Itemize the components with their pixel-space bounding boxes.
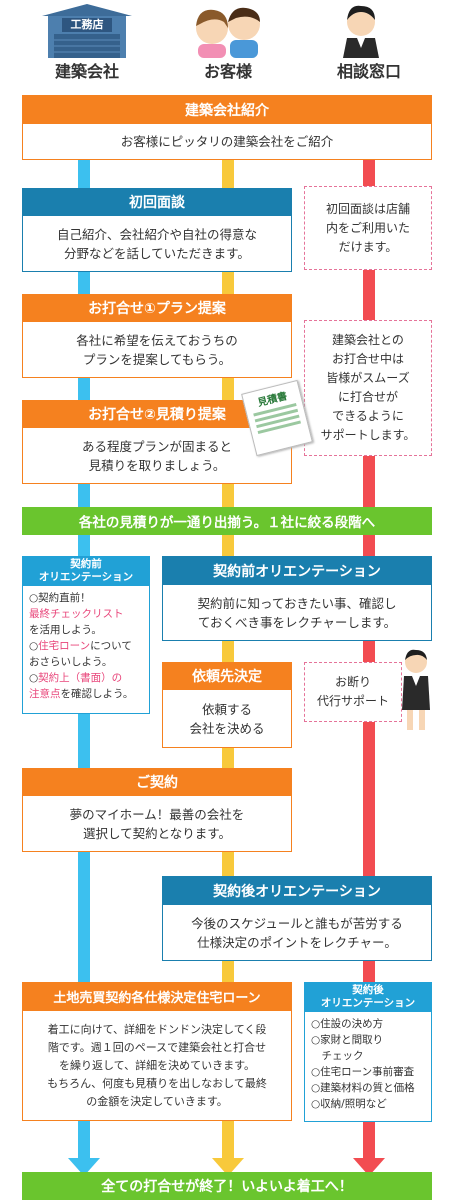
details-line: 着工に向けて、詳細をドンドン決定してく段 [47, 1022, 267, 1036]
bowing-staff-icon [402, 649, 430, 730]
note-line: サポートします。 [320, 428, 416, 442]
counter-arrow-icon [353, 1158, 385, 1176]
list-item: 注意点を確認しよう。 [29, 686, 143, 702]
list-item: ○住宅ローンについて [29, 638, 143, 654]
estimate-line1: ある程度プランが固まると [81, 438, 232, 454]
list-item: ○家財と間取り [311, 1034, 384, 1046]
note-line: に打合せが [337, 390, 398, 404]
decline-support-note: お断り 代行サポート [304, 662, 402, 722]
start-construction-banner: 全ての打合せが終了！いよいよ着工へ！ [22, 1172, 432, 1200]
list-item: ○契約直前！ [29, 592, 91, 604]
bullet: ○ [29, 640, 39, 652]
note-line: できるように [332, 409, 404, 423]
details-title: 土地売買契約各仕様決定住宅ローン [22, 982, 292, 1011]
narrow-down-banner: 各社の見積りが一通り出揃う。１社に絞る段階へ [22, 507, 432, 535]
pre-orientation-small-title: 契約前 オリエンテーション [22, 556, 150, 586]
estimate-line2: 見積りを取りましょう。 [88, 457, 226, 473]
pre-orientation-title: 契約前オリエンテーション [162, 556, 432, 585]
decide-body: 依頼する 会社を決める [162, 690, 292, 748]
highlight: 注意点 [29, 688, 61, 700]
estimate-body: ある程度プランが固まると 見積りを取りましょう。 [22, 428, 292, 484]
list-item: ○住宅ローン事前審査 [311, 1066, 415, 1078]
post-small-t1: 契約後 [352, 984, 384, 996]
column-customer-label: お客様 [203, 62, 252, 81]
note-line: 内をご利用いた [325, 220, 410, 235]
pre-small-t2: オリエンテーション [38, 571, 134, 583]
pre-line1: 契約前に知っておきたい事、確認し [197, 595, 397, 611]
note-line: 代行サポート [316, 694, 389, 708]
post-orientation-checklist: ○住設の決め方 ○家財と間取り チェック ○住宅ローン事前審査 ○建築材料の質と… [304, 1012, 432, 1122]
post-line2: 仕様決定のポイントをレクチャー。 [197, 934, 397, 950]
post-orientation-small-title: 契約後 オリエンテーション [304, 982, 432, 1012]
list-item: ○収納/照明など [311, 1098, 387, 1110]
couple-icon [196, 7, 260, 58]
post-orientation-body: 今後のスケジュールと誰もが苦労する 仕様決定のポイントをレクチャー。 [162, 905, 432, 961]
staff-woman-icon [343, 5, 379, 58]
customer-arrow-icon [212, 1158, 244, 1176]
plan-title: お打合せ①プラン提案 [22, 294, 292, 322]
details-body: 着工に向けて、詳細をドンドン決定してく段 階です。週１回のペースで建築会社と打合… [22, 1011, 292, 1121]
note-line: 建築会社との [332, 333, 404, 347]
details-line: もちろん、何度も見積りを出しなおして最終 [47, 1076, 267, 1090]
note-line: お断り [334, 675, 371, 689]
list-item: チェック [311, 1050, 364, 1062]
list-item: ○契約上（書面）の [29, 670, 143, 686]
decide-line1: 依頼する [201, 701, 252, 717]
first-meeting-note: 初回面談は店舗 内をご利用いた だけます。 [304, 186, 432, 270]
note-line: だけます。 [338, 239, 398, 254]
decide-line2: 会社を決める [189, 720, 265, 736]
highlight: 契約上（書面）の [38, 672, 123, 684]
post-small-t2: オリエンテーション [320, 997, 416, 1009]
contract-title: ご契約 [22, 768, 292, 796]
list-item: おさらいしよう。 [29, 656, 113, 668]
first-meeting-title: 初回面談 [22, 188, 292, 216]
details-line: を繰り返して、詳細を決めていきます。 [58, 1058, 256, 1072]
first-meeting-line2: 分野などを話していただきます。 [64, 245, 250, 261]
contract-line1: 夢のマイホーム！最善の会社を [69, 806, 245, 822]
column-counter-label: 相談窓口 [336, 62, 401, 81]
note-line: 初回面談は店舗 [325, 201, 410, 216]
shop-sign: 工務店 [70, 18, 104, 31]
list-item: ○住設の決め方 [311, 1018, 384, 1030]
highlight: 住宅ローン [38, 640, 91, 652]
plan-line2: プランを提案してもらう。 [82, 351, 232, 367]
list-item: ○建築材料の質と価格 [311, 1082, 415, 1094]
builder-arrow-icon [68, 1158, 100, 1176]
column-builder-label: 建築会社 [54, 62, 119, 81]
details-line: 階です。週１回のペースで建築会社と打合せ [47, 1040, 267, 1054]
decide-title: 依頼先決定 [162, 662, 292, 690]
contract-line2: 選択して契約となります。 [82, 825, 231, 841]
intro-body: お客様にピッタリの建築会社をご紹介 [22, 124, 432, 160]
list-item: を活用しよう。 [29, 624, 102, 636]
bullet: ○ [29, 672, 39, 684]
details-line: の金額を決定していきます。 [86, 1094, 228, 1108]
first-meeting-line1: 自己紹介、会社紹介や自社の得意な [56, 226, 257, 242]
pre-small-t1: 契約前 [70, 558, 102, 570]
pre-orientation-body: 契約前に知っておきたい事、確認し ておくべき事をレクチャーします。 [162, 585, 432, 641]
post-orientation-title: 契約後オリエンテーション [162, 876, 432, 905]
note-line: 皆様がスムーズ [326, 371, 410, 385]
plan-body: 各社に希望を伝えておうちの プランを提案してもらう。 [22, 322, 292, 378]
post-line1: 今後のスケジュールと誰もが苦労する [191, 915, 403, 931]
first-meeting-body: 自己紹介、会社紹介や自社の得意な 分野などを話していただきます。 [22, 216, 292, 272]
text: について [90, 640, 132, 652]
intro-title: 建築会社紹介 [22, 95, 432, 124]
contract-body: 夢のマイホーム！最善の会社を 選択して契約となります。 [22, 796, 292, 852]
text: を確認しよう。 [60, 688, 134, 700]
builder-building-icon [42, 4, 132, 58]
plan-line1: 各社に希望を伝えておうちの [76, 332, 238, 348]
note-line: お打合せ中は [331, 352, 404, 366]
support-note: 建築会社との お打合せ中は 皆様がスムーズ に打合せが できるように サポートし… [304, 320, 432, 456]
list-item: 最終チェックリスト [29, 608, 124, 620]
pre-orientation-checklist: ○契約直前！ 最終チェックリスト を活用しよう。 ○住宅ローンについて おさらい… [22, 586, 150, 714]
pre-line2: ておくべき事をレクチャーします。 [197, 614, 397, 630]
